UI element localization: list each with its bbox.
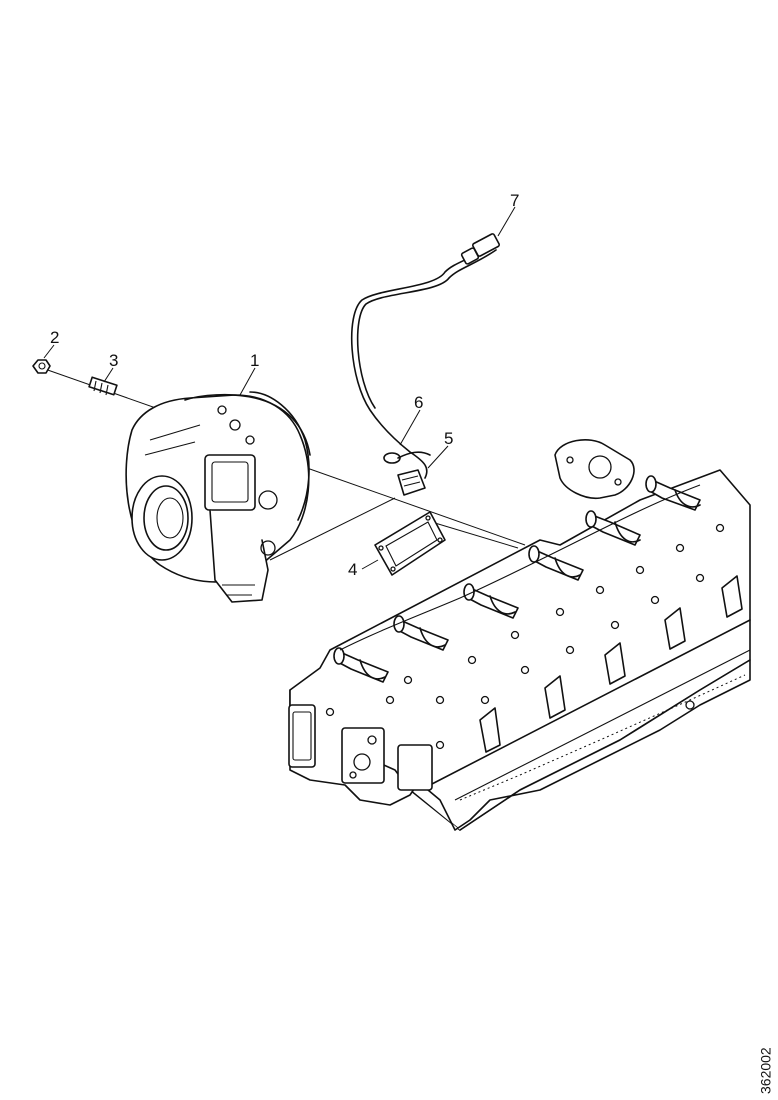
engine-cylinder-head [288, 439, 751, 831]
gasket-part [374, 511, 446, 576]
callout-2: 2 [50, 328, 59, 347]
stud-part [88, 376, 118, 396]
nut-part [32, 359, 51, 374]
callout-6: 6 [414, 393, 423, 412]
callout-4: 4 [348, 560, 357, 579]
callout-1: 1 [250, 351, 259, 370]
leader-lines [43, 206, 516, 570]
callout-labels: 1 2 3 4 5 6 7 [50, 191, 519, 579]
figure-reference-number: 362002 [758, 1047, 774, 1094]
sensor-harness-part [350, 233, 500, 496]
callout-5: 5 [444, 429, 453, 448]
turbocharger-part [125, 391, 311, 603]
callout-3: 3 [109, 351, 118, 370]
head-bolt-holes [325, 523, 725, 750]
callout-7: 7 [510, 191, 519, 210]
